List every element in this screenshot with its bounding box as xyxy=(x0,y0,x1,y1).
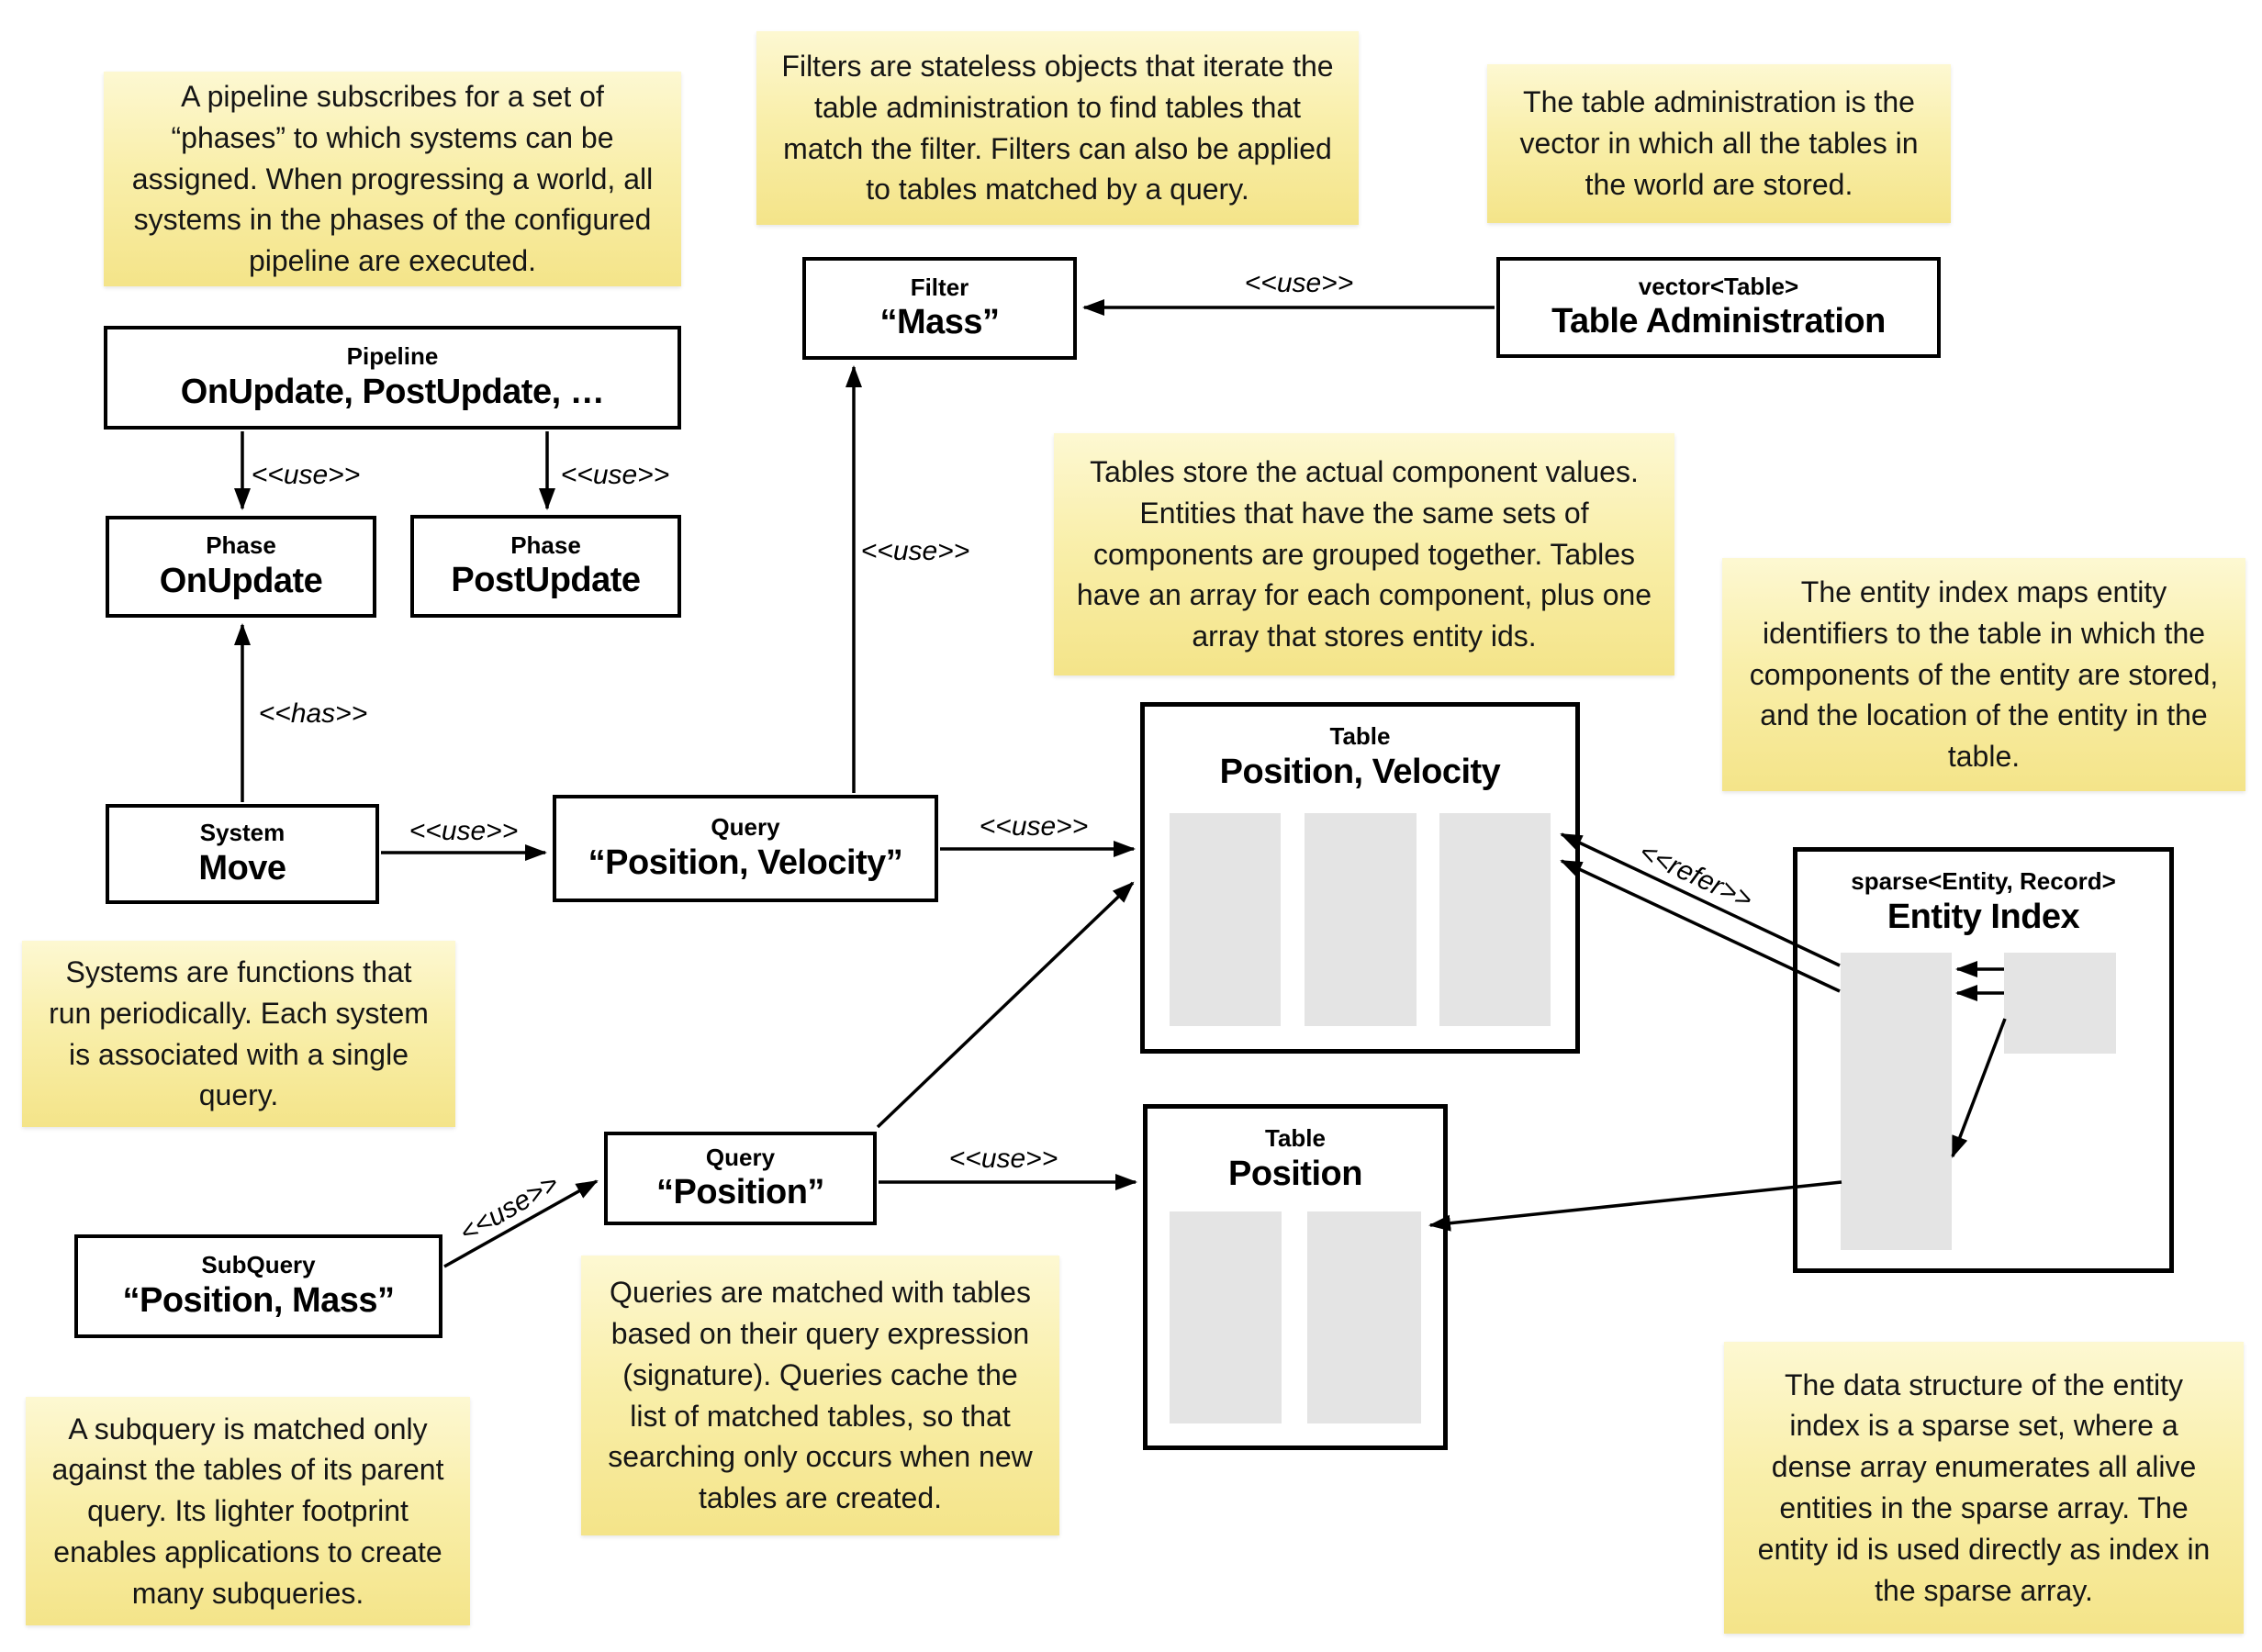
pipeline-box-title: Pipeline xyxy=(346,342,439,371)
table-position-box: Table Position xyxy=(1143,1104,1448,1450)
phase-postupdate-box: Phase PostUpdate xyxy=(410,515,681,618)
system-move-box-value: Move xyxy=(198,848,286,887)
pipeline-box: Pipeline OnUpdate, PostUpdate, … xyxy=(104,326,681,430)
use-label-subquery-query: <<use>> xyxy=(454,1167,565,1249)
query-position-velocity-box-value: “Position, Velocity” xyxy=(588,843,903,882)
table-position-velocity-box-title: Table xyxy=(1329,722,1391,750)
note-tables: Tables store the actual component values… xyxy=(1054,433,1674,675)
table-administration-box: vector<Table> Table Administration xyxy=(1496,257,1941,358)
use-label-tableadmin-filter: <<use>> xyxy=(1244,268,1354,298)
note-queries: Queries are matched with tables based on… xyxy=(581,1256,1059,1535)
table-position-velocity-box-value: Position, Velocity xyxy=(1219,752,1501,791)
table-position-box-title: Table xyxy=(1265,1124,1326,1152)
use-label-pipeline-onupdate: <<use>> xyxy=(251,460,361,490)
has-label-system-phase: <<has>> xyxy=(258,698,368,729)
component-array xyxy=(1439,813,1551,1026)
table-administration-box-title: vector<Table> xyxy=(1638,272,1799,300)
dense-array xyxy=(2004,953,2116,1054)
note-table-administration: The table administration is the vector i… xyxy=(1487,64,1951,223)
query-position-box-value: “Position” xyxy=(656,1173,824,1212)
use-label-system-query: <<use>> xyxy=(409,816,519,846)
component-array xyxy=(1305,813,1417,1026)
use-label-pipeline-postupdate: <<use>> xyxy=(560,460,670,490)
table-position-velocity-box: Table Position, Velocity xyxy=(1140,702,1580,1054)
entity-index-box: sparse<Entity, Record> Entity Index xyxy=(1793,847,2174,1273)
query-position-box-title: Query xyxy=(705,1143,776,1171)
arrow-queryp-to-tablepv xyxy=(876,881,1135,1129)
phase-onupdate-box-title: Phase xyxy=(206,531,276,560)
entity-index-box-value: Entity Index xyxy=(1887,897,2080,936)
table-administration-box-value: Table Administration xyxy=(1551,302,1886,341)
component-array xyxy=(1170,813,1281,1026)
note-systems: Systems are functions that run periodica… xyxy=(22,941,455,1127)
filter-box-title: Filter xyxy=(910,273,969,301)
component-array xyxy=(1307,1211,1421,1423)
note-subquery: A subquery is matched only against the t… xyxy=(26,1397,470,1625)
phase-postupdate-box-title: Phase xyxy=(510,530,581,559)
use-label-query-tablep: <<use>> xyxy=(948,1144,1058,1174)
phase-onupdate-box: Phase OnUpdate xyxy=(106,516,376,618)
note-pipeline: A pipeline subscribes for a set of “phas… xyxy=(104,72,681,286)
table-position-box-value: Position xyxy=(1228,1154,1362,1193)
pipeline-box-value: OnUpdate, PostUpdate, … xyxy=(180,372,605,411)
refer-label-entityindex-table: <<refer>> xyxy=(1634,836,1757,916)
filter-box: Filter “Mass” xyxy=(802,257,1077,360)
filter-box-value: “Mass” xyxy=(879,303,1000,342)
use-label-query-tablepv: <<use>> xyxy=(979,811,1089,842)
phase-onupdate-box-value: OnUpdate xyxy=(159,561,323,600)
phase-postupdate-box-value: PostUpdate xyxy=(451,561,641,600)
query-position-velocity-box: Query “Position, Velocity” xyxy=(553,795,938,902)
query-position-velocity-box-title: Query xyxy=(711,813,780,842)
use-label-query-filter: <<use>> xyxy=(860,536,970,566)
system-move-box: System Move xyxy=(106,804,379,904)
entity-index-box-title: sparse<Entity, Record> xyxy=(1851,867,2116,895)
subquery-box-value: “Position, Mass” xyxy=(122,1280,395,1320)
query-position-box: Query “Position” xyxy=(604,1132,877,1225)
system-move-box-title: System xyxy=(199,819,286,847)
sparse-array xyxy=(1841,953,1952,1250)
note-entity-index: The entity index maps entity identifiers… xyxy=(1722,558,2245,791)
subquery-box-title: SubQuery xyxy=(201,1251,316,1279)
note-sparse-set: The data structure of the entity index i… xyxy=(1724,1342,2244,1634)
arrow-entityindex-to-tablep xyxy=(1428,1180,1842,1232)
note-filters: Filters are stateless objects that itera… xyxy=(756,31,1359,225)
subquery-box: SubQuery “Position, Mass” xyxy=(74,1234,442,1338)
component-array xyxy=(1170,1211,1282,1423)
